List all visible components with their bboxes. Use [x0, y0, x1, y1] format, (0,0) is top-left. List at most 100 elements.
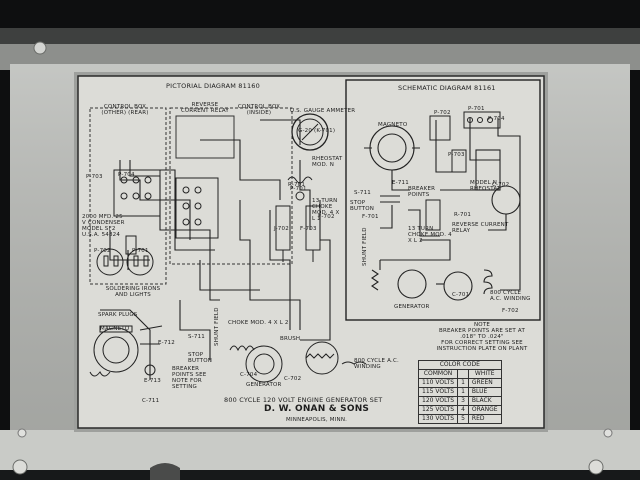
- terminal-label: S-711: [188, 334, 205, 340]
- table-row: 125 VOLTS 4 ORANGE: [417, 405, 502, 415]
- schematic-terminal-label: P-701: [468, 106, 485, 112]
- schematic-terminal-label: F-701: [362, 214, 379, 220]
- maker-city: MINNEAPOLIS, MINN.: [286, 417, 348, 423]
- control-box-inside-label: CONTROL BOX (INSIDE): [237, 104, 281, 116]
- magneto-pictorial: [89, 325, 163, 377]
- terminal-strip: [113, 169, 219, 239]
- schematic-box: [345, 79, 541, 321]
- schematic-relay-label: REVERSE CURRENT RELAY: [452, 222, 509, 234]
- generator-pictorial: [229, 341, 367, 383]
- cell-volts: 125 VOLTS: [417, 405, 459, 415]
- shunt-field-label: SHUNT FIELD: [214, 307, 220, 346]
- schematic-terminal-label: P-703: [448, 152, 465, 158]
- schematic-terminal-label: S-711: [354, 190, 371, 196]
- soldering-label: SOLDERING IRONS AND LIGHTS: [105, 286, 161, 298]
- terminal-label: E-713: [144, 378, 161, 384]
- color-code-panel: COLOR CODE COMMON WHITE 110 VOLTS 1 GREE…: [417, 360, 502, 424]
- bottom-knob: [150, 463, 180, 480]
- schematic-wiring: [364, 118, 521, 301]
- rivet: [12, 459, 28, 475]
- cell-number: 1: [457, 387, 469, 397]
- schematic-ac-label: 800 CYCLE A.C. WINDING: [490, 290, 531, 302]
- terminal-block: [113, 169, 161, 217]
- terminal-label: P-701: [132, 248, 149, 254]
- color-code-title: COLOR CODE: [418, 360, 502, 370]
- cell-number: 3: [457, 396, 469, 406]
- cell-volts: 110 VOLTS: [417, 378, 459, 388]
- schematic-choke-label: 13 TURN CHOKE MOD. 4 X L 2: [408, 226, 452, 244]
- relay-outline: [175, 115, 235, 159]
- terminal-block: [175, 177, 219, 239]
- note-panel: NOTE BREAKER POINTS ARE SET AT .018" TO …: [423, 322, 541, 352]
- generator-label: GENERATOR: [246, 382, 282, 388]
- cell-color: BLACK: [467, 396, 502, 406]
- brush-label: BRUSH: [280, 336, 301, 342]
- schematic-terminals: [425, 111, 501, 231]
- terminal-label: F-702: [318, 214, 335, 220]
- schematic-terminal-label: F-702: [502, 308, 519, 314]
- cell-volts: 115 VOLTS: [417, 387, 459, 397]
- pictorial-title: PICTORIAL DIAGRAM 81160: [166, 82, 260, 90]
- schematic-rheostat-label: MODEL N RHEOSTAT: [470, 180, 501, 192]
- schematic-terminal-label: P-704: [488, 116, 505, 122]
- ac-winding-label: 800 CYCLE A.C. WINDING: [354, 358, 399, 370]
- schematic-title: SCHEMATIC DIAGRAM 81161: [398, 84, 496, 92]
- choke-coil-label: 13 TURN CHOKE MOD. 4 X L 2: [312, 198, 340, 222]
- cell-number: 4: [457, 405, 469, 415]
- schematic-terminal-label: C-702: [492, 182, 510, 188]
- col-common: COMMON: [417, 369, 459, 379]
- schematic-terminal-label: R-701: [454, 212, 472, 218]
- note-line: .018" TO .024": [460, 334, 504, 340]
- terminal-label: P-703: [86, 174, 103, 180]
- ammeter-id-label: G-20 (K-701): [298, 128, 336, 134]
- lower-dark-strip: [0, 470, 640, 480]
- table-row: 110 VOLTS 1 GREEN: [417, 378, 502, 388]
- rivet: [603, 428, 613, 438]
- schematic-stop-label: STOP BUTTON: [350, 200, 375, 212]
- ammeter-label: U.S. GAUGE AMMETER: [290, 108, 356, 114]
- rivet: [33, 41, 47, 55]
- note-heading: NOTE: [473, 322, 491, 328]
- rivet: [17, 428, 27, 438]
- color-code-table: COLOR CODE COMMON WHITE 110 VOLTS 1 GREE…: [417, 360, 502, 424]
- table-row: 120 VOLTS 3 BLACK: [417, 396, 502, 406]
- table-row: 130 VOLTS 5 RED: [417, 414, 502, 424]
- cell-color: ORANGE: [467, 405, 502, 415]
- schematic-breaker-label: BREAKER POINTS: [408, 186, 436, 198]
- condenser-label: 2000 MFD. 25 V CONDENSER MODEL SF2 U.S.A…: [82, 214, 125, 238]
- terminal-label: C-702: [284, 376, 302, 382]
- stop-button-label: STOP BUTTON: [188, 352, 213, 364]
- terminal-label: J-702: [274, 226, 289, 232]
- choke-mod-label: CHOKE MOD. 4 X L 2: [228, 320, 289, 326]
- schematic-terminal-label: C-701: [452, 292, 470, 298]
- rivet: [588, 459, 604, 475]
- control-box-inside-outline: [169, 107, 293, 265]
- choke-drawing: [275, 205, 321, 262]
- schematic-generator-label: GENERATOR: [394, 304, 430, 310]
- table-row: 115 VOLTS 1 BLUE: [417, 387, 502, 397]
- sockets-drawing: [96, 235, 154, 276]
- note-line: INSTRUCTION PLATE ON PLANT: [436, 346, 528, 352]
- terminal-label: F-703: [300, 226, 317, 232]
- note-line: BREAKER POINTS ARE SET AT: [438, 328, 526, 334]
- schematic-terminal-label: P-702: [434, 110, 451, 116]
- breaker-points-label: BREAKER POINTS SEE NOTE FOR SETTING: [172, 366, 207, 390]
- cell-number: 1: [457, 378, 469, 388]
- note-line: FOR CORRECT SETTING SEE: [441, 340, 523, 346]
- maker-name: D. W. ONAN & SONS: [264, 404, 370, 414]
- cell-color: BLUE: [467, 387, 502, 397]
- terminal-label: C-704: [240, 372, 258, 378]
- control-box-rear-outline: [89, 107, 167, 285]
- cell-color: RED: [467, 414, 502, 424]
- control-box-rear-label: CONTROL BOX (OTHER) (REAR): [101, 104, 149, 116]
- cell-volts: 120 VOLTS: [417, 396, 459, 406]
- col-white: WHITE: [467, 369, 502, 379]
- terminal-label: C-711: [142, 398, 160, 404]
- magneto-label: MAGNETO: [100, 326, 130, 332]
- terminal-label: P-701: [290, 186, 307, 192]
- reverse-relay-label: REVERSE CURRENT RELAY: [181, 102, 229, 114]
- terminal-label: E-712: [158, 340, 175, 346]
- terminal-label: P-704: [118, 172, 135, 178]
- cell-color: GREEN: [467, 378, 502, 388]
- footer-title: 800 CYCLE 120 VOLT ENGINE GENERATOR SET: [224, 396, 383, 404]
